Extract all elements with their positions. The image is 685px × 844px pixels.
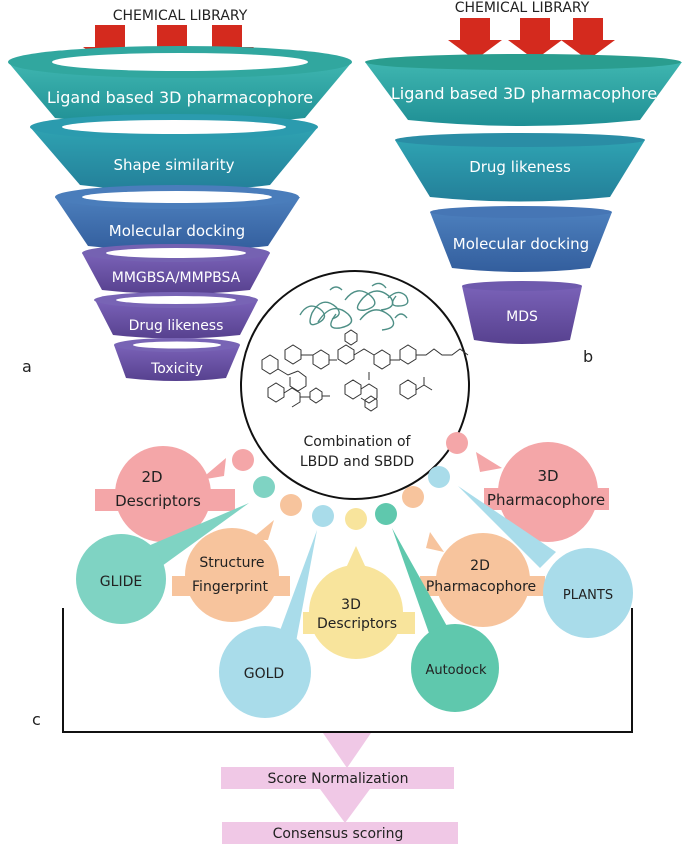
svg-text:Descriptors: Descriptors — [115, 492, 201, 510]
downward-arrow-1 — [323, 733, 371, 768]
panel-a-stage-6: Toxicity — [150, 361, 203, 377]
circle-3d-pharmacophore: 3D Pharmacophore — [476, 442, 609, 542]
svg-text:Pharmacophore: Pharmacophore — [426, 579, 536, 595]
panel-b-stage-4: MDS — [506, 309, 538, 325]
score-normalization-box — [221, 767, 454, 789]
panel-b-arrows — [448, 18, 615, 60]
panel-a-label: a — [22, 357, 32, 376]
panel-a-funnel: CHEMICAL LIBRARY Ligand based 3D pharmac… — [8, 8, 352, 381]
svg-text:GOLD: GOLD — [244, 666, 284, 682]
panel-b-stage-3: Molecular docking — [453, 235, 589, 253]
downward-arrow-2 — [320, 789, 370, 823]
circle-plants: PLANTS — [458, 486, 633, 638]
svg-text:Structure: Structure — [199, 555, 264, 571]
panel-b-stage-2: Drug likeness — [469, 158, 571, 176]
center-caption-line1: Combination of — [304, 434, 412, 450]
consensus-scoring-label: Consensus scoring — [273, 826, 404, 842]
svg-text:Fingerprint: Fingerprint — [192, 579, 268, 595]
connector-dots — [232, 432, 468, 530]
circle-gold: GOLD — [219, 530, 317, 718]
bracket-line — [62, 608, 633, 733]
protein-structure-illustration — [299, 282, 409, 331]
panel-c-consensus: Combination of LBDD and SBDD 2D Descript… — [32, 270, 633, 844]
circle-autodock: Autodock — [392, 528, 499, 712]
small-molecules-illustration — [261, 329, 469, 412]
panel-a-stage-1: Ligand based 3D pharmacophore — [47, 88, 313, 107]
panel-a-stage-3: Molecular docking — [109, 222, 245, 240]
panel-b-header: CHEMICAL LIBRARY — [455, 0, 590, 16]
consensus-scoring-box — [222, 822, 458, 844]
circle-3d-descriptors: 3D Descriptors — [303, 546, 415, 659]
svg-text:Descriptors: Descriptors — [317, 616, 397, 632]
panel-a-header: CHEMICAL LIBRARY — [113, 8, 248, 24]
panel-b-stage-1: Ligand based 3D pharmacophore — [391, 84, 657, 103]
circle-glide: GLIDE — [76, 503, 249, 624]
circle-structure-fingerprint: Structure Fingerprint — [172, 520, 290, 622]
panel-c-label: c — [32, 710, 41, 729]
svg-text:3D: 3D — [537, 467, 558, 485]
circle-2d-descriptors: 2D Descriptors — [95, 446, 235, 542]
center-circle — [240, 270, 470, 500]
svg-text:Autodock: Autodock — [425, 663, 487, 678]
svg-text:2D: 2D — [470, 558, 490, 574]
circle-2d-pharmacophore: 2D Pharmacophore — [420, 532, 545, 627]
center-caption-line2: LBDD and SBDD — [300, 454, 414, 470]
svg-text:Pharmacophore: Pharmacophore — [487, 491, 605, 509]
svg-text:PLANTS: PLANTS — [563, 588, 613, 603]
panel-a-stage-5: Drug likeness — [129, 318, 224, 334]
svg-text:GLIDE: GLIDE — [100, 574, 142, 590]
svg-text:2D: 2D — [141, 468, 162, 486]
panel-b-label: b — [583, 347, 593, 366]
panel-a-stage-2: Shape similarity — [114, 156, 235, 174]
score-normalization-label: Score Normalization — [268, 771, 409, 787]
panel-b-funnel: CHEMICAL LIBRARY Ligand based 3D pharmac… — [365, 0, 682, 366]
svg-text:3D: 3D — [341, 597, 361, 613]
panel-a-stage-4: MMGBSA/MMPBSA — [112, 270, 241, 286]
